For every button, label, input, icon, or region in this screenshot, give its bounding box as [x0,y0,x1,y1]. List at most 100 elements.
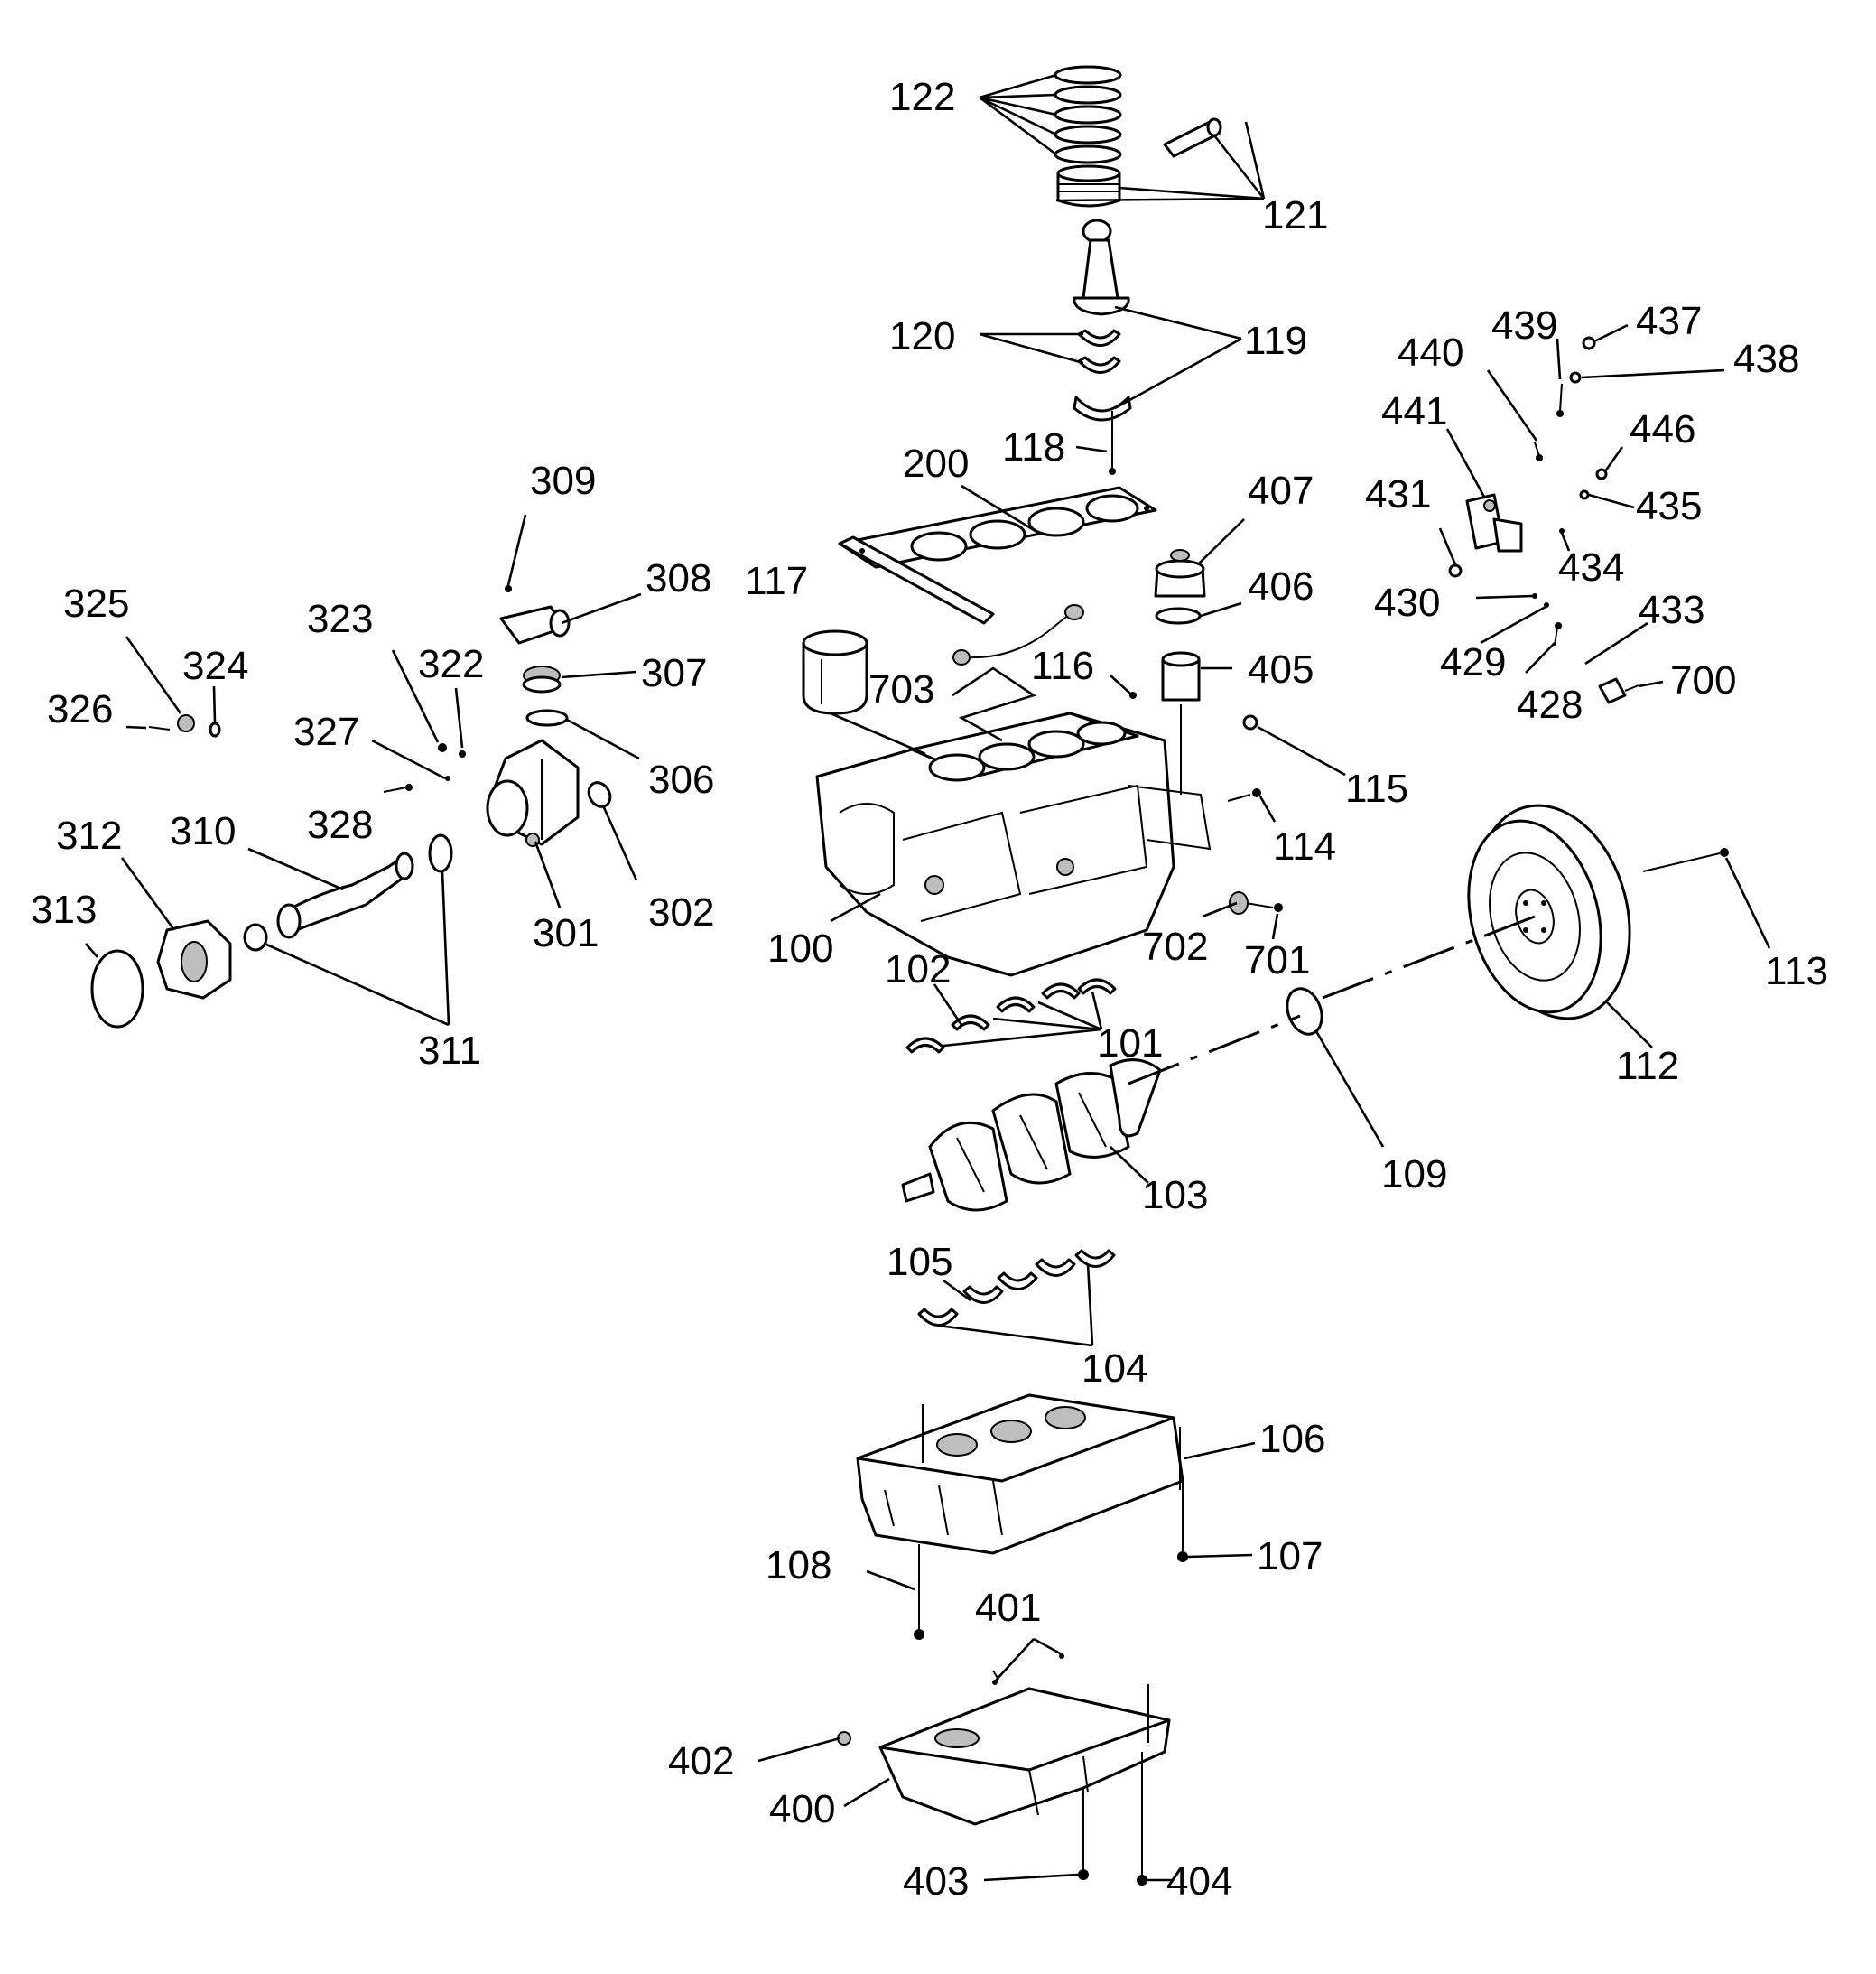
callout-306: 306 [648,758,714,802]
knock-sensor [1229,891,1249,915]
oil-filter [802,629,868,715]
plug-323 [438,743,447,752]
callout-121: 121 [1262,193,1328,237]
callout-104: 104 [1082,1346,1147,1391]
thermostat [522,666,562,694]
callout-700: 700 [1670,658,1736,703]
thermostat-seal [525,709,569,727]
callout-703: 703 [868,667,934,712]
pipe-seal-311b [243,923,268,952]
oil-pan-bolt-404 [1137,1752,1147,1886]
oil-pan-bolt-403 [1078,1788,1089,1880]
callout-109: 109 [1381,1152,1447,1197]
callout-328: 328 [307,803,373,847]
bedplate-bolt-107 [1177,1481,1188,1562]
callout-439: 439 [1491,303,1557,348]
callout-313: 313 [31,888,97,932]
callout-101: 101 [1097,1021,1163,1066]
bolt-428 [1554,622,1562,647]
washer-324 [209,722,221,738]
vvt-solenoid [1465,493,1523,553]
callout-119: 119 [1244,319,1307,363]
oil-filter-cap [1154,549,1206,598]
plug-322 [459,750,466,758]
callout-102: 102 [885,947,951,992]
callout-323: 323 [307,597,373,641]
piston-pin [1163,117,1222,158]
callout-324: 324 [182,644,248,688]
callout-107: 107 [1257,1534,1323,1578]
callout-117: 117 [745,559,808,603]
callout-118: 118 [1002,425,1065,470]
callout-312: 312 [56,814,122,858]
plug-434 [1559,528,1565,534]
oil-filter-seal [1155,607,1202,625]
bolt-328 [383,784,413,793]
callout-114: 114 [1273,824,1336,869]
callout-308: 308 [645,556,711,601]
callout-441: 441 [1381,389,1447,433]
oil-pan-plug-402 [837,1731,851,1746]
rod-cap [1073,396,1132,422]
callout-438: 438 [1733,337,1799,381]
callout-307: 307 [641,651,707,695]
bedplate [856,1393,1184,1555]
callout-701: 701 [1244,938,1310,982]
callout-433: 433 [1639,588,1704,632]
callout-405: 405 [1248,647,1314,692]
callout-112: 112 [1616,1044,1679,1088]
callout-322: 322 [418,642,484,686]
callout-106: 106 [1259,1417,1325,1461]
plug-438 [1569,371,1582,384]
water-pump [156,919,232,1000]
callout-326: 326 [47,687,113,731]
flywheel-bolt [1642,848,1729,872]
callout-404: 404 [1166,1859,1232,1904]
oil-pan [878,1684,1171,1826]
callout-302: 302 [648,890,714,935]
head-gasket [838,486,1157,625]
main-bearing-upper-set [905,978,1117,1054]
engine-block [815,712,1212,977]
plug-446 [1595,468,1608,480]
callout-401: 401 [975,1586,1041,1630]
callout-437: 437 [1636,299,1702,343]
flywheel [1467,804,1631,1020]
callout-429: 429 [1440,640,1506,684]
callout-105: 105 [887,1240,952,1284]
callout-108: 108 [766,1543,831,1588]
main-bearing-lower-set [917,1249,1116,1327]
bolt-439 [1556,383,1564,417]
connecting-rod [1073,219,1130,316]
callout-122: 122 [889,75,955,119]
callout-311: 311 [418,1029,481,1073]
bolt-440 [1534,442,1543,461]
callout-406: 406 [1248,564,1314,609]
oil-pressure-sensor-harness [952,604,1084,666]
callout-403: 403 [903,1859,969,1904]
water-outlet [499,605,571,645]
bolt-325 [177,714,195,732]
crank-axis [1128,915,1536,1085]
pipe-seal-311a [428,833,453,873]
callout-115: 115 [1345,767,1408,811]
bolt-326 [148,726,171,731]
callout-434: 434 [1558,545,1624,590]
sensor-700 [1598,677,1639,704]
callout-120: 120 [889,314,955,358]
piston [1056,164,1121,208]
callout-400: 400 [769,1787,835,1831]
callout-labels: 122 121 120 119 118 200 117 703 116 407 … [31,75,1828,1904]
piston-ring-set [1054,65,1122,164]
plug-431 [1448,563,1463,578]
callout-446: 446 [1630,407,1695,452]
leader-lines [85,73,1771,1882]
callout-402: 402 [668,1739,734,1783]
callout-103: 103 [1142,1173,1208,1217]
housing-seal-302 [587,781,612,808]
pin-430 [1532,593,1537,599]
plug-115 [1242,714,1258,731]
crankcase-vent-bolt [1245,902,1283,912]
callout-309: 309 [530,459,596,503]
